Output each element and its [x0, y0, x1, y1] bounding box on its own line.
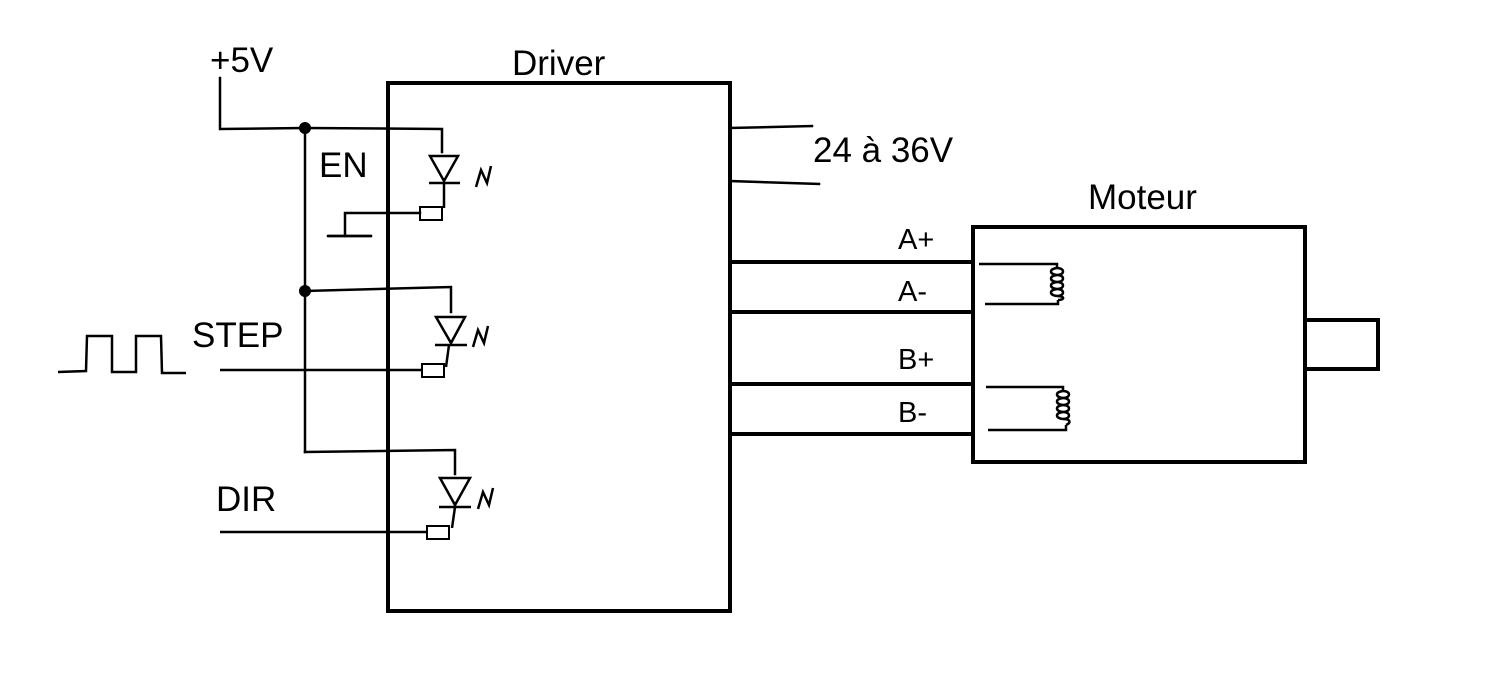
driver-box	[386, 81, 732, 613]
dir-label: DIR	[216, 480, 276, 519]
dir-optocoupler-led	[437, 476, 495, 529]
light-emission-icon	[471, 325, 490, 348]
motor-shaft	[1303, 318, 1380, 371]
power-supply-label: 24 à 36V	[813, 131, 954, 170]
light-emission-icon	[474, 165, 493, 188]
phase-b-minus-label: B-	[898, 397, 927, 429]
coil-a-icon	[979, 262, 1065, 306]
motor-label: Moteur	[1088, 178, 1197, 217]
coil-b-icon	[986, 385, 1071, 432]
junction-dot-middle	[299, 285, 311, 297]
en-optocoupler-led	[427, 154, 493, 208]
en-resistor	[419, 206, 443, 221]
en-ground-wiring	[326, 211, 422, 238]
phase-b-plus-label: B+	[898, 344, 934, 376]
power-supply-wires	[728, 124, 821, 186]
step-label: STEP	[192, 316, 283, 355]
dir-resistor	[426, 525, 450, 540]
step-resistor	[421, 363, 445, 378]
phase-wires	[728, 260, 975, 436]
phase-a-minus-label: A-	[898, 276, 927, 308]
en-label: EN	[319, 146, 368, 185]
supply-5v-label: +5V	[210, 41, 274, 80]
step-optocoupler-led	[433, 315, 490, 368]
pulse-train-icon	[57, 334, 186, 375]
supply-5v-wiring	[218, 76, 457, 476]
light-emission-icon	[476, 487, 495, 510]
phase-a-plus-label: A+	[898, 224, 934, 256]
motor-box	[971, 225, 1307, 464]
junction-dot-top	[299, 122, 311, 134]
driver-label: Driver	[512, 44, 606, 83]
